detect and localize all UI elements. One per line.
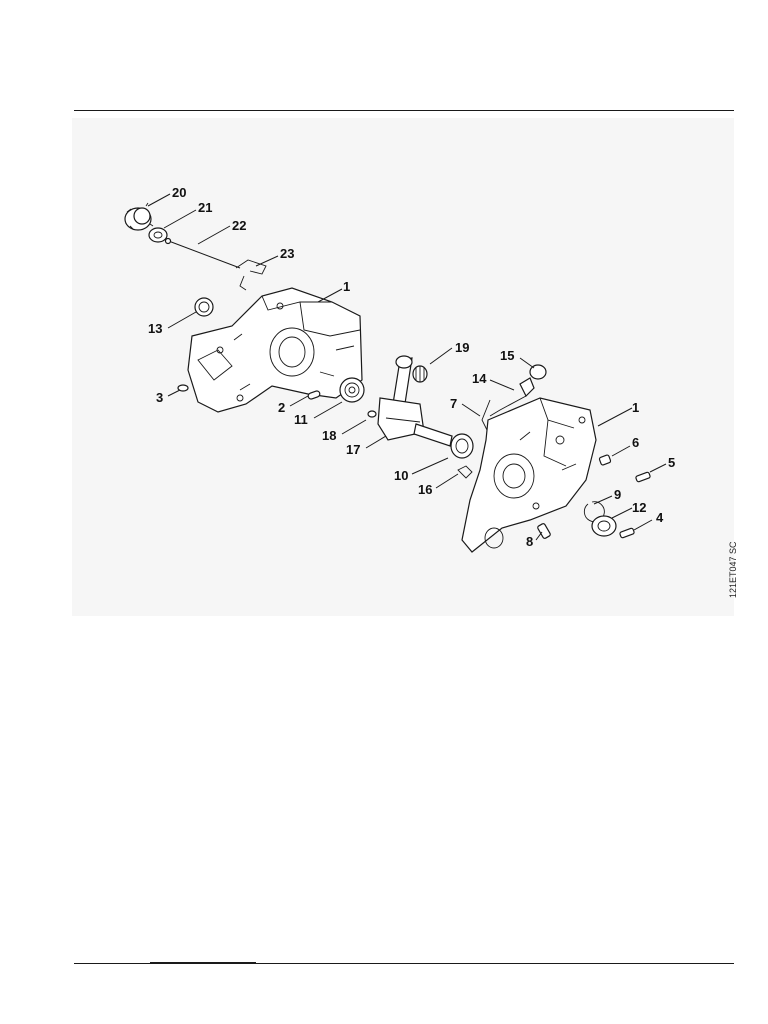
callout-12: 12 [632,500,646,515]
part-7-elbow [481,399,491,433]
part-12-oil-seal [591,515,617,537]
callout-16: 16 [418,482,432,497]
part-11-bearing [339,377,365,403]
callout-10: 10 [394,468,408,483]
callout-9: 9 [614,487,621,502]
part-16-gasket [457,465,473,479]
callout-3: 3 [156,390,163,405]
part-15-cap [529,364,547,380]
part-14-hose [489,377,535,417]
callout-1-left: 1 [343,279,350,294]
part-5-stud [635,471,651,483]
part-22-rod [164,237,241,269]
callout-1-right: 1 [632,400,639,415]
part-3-pin [177,384,189,392]
callout-11: 11 [294,412,308,427]
callout-17: 17 [346,442,360,457]
callout-4: 4 [656,510,664,525]
callout-23: 23 [280,246,294,261]
part-19-needle-cage [412,365,428,383]
part-1-crankcase-left [187,287,363,413]
callout-2: 2 [278,400,285,415]
part-17-crankshaft [377,355,453,447]
callout-20: 20 [172,185,186,200]
callout-labels: 20 21 22 23 1 13 19 15 14 3 2 11 7 1 18 … [148,185,675,549]
callout-6: 6 [632,435,639,450]
part-10-bearing [450,433,474,459]
callout-19: 19 [455,340,469,355]
footer-rule [74,963,734,964]
part-6-sleeve [598,454,612,466]
part-13-seal [194,297,214,317]
header-rule [74,110,734,111]
part-18-key [367,410,377,418]
part-1-crankcase-right [461,397,597,553]
callout-18: 18 [322,428,336,443]
figure-reference-code: 121ET047 SC [728,541,738,598]
part-2-dowel [307,390,321,400]
leader-lines [147,193,667,541]
part-23-bracket [235,259,267,291]
callout-8: 8 [526,534,533,549]
part-21-washer [148,227,168,243]
callout-7: 7 [450,396,457,411]
callout-22: 22 [232,218,246,233]
callout-5: 5 [668,455,675,470]
part-20-gear [124,202,154,231]
part-8-screw [537,523,551,539]
callout-15: 15 [500,348,514,363]
callout-13: 13 [148,321,162,336]
part-4-stud [619,527,635,539]
callout-14: 14 [472,371,487,386]
footer-rule-accent [150,962,256,964]
callout-21: 21 [198,200,212,215]
